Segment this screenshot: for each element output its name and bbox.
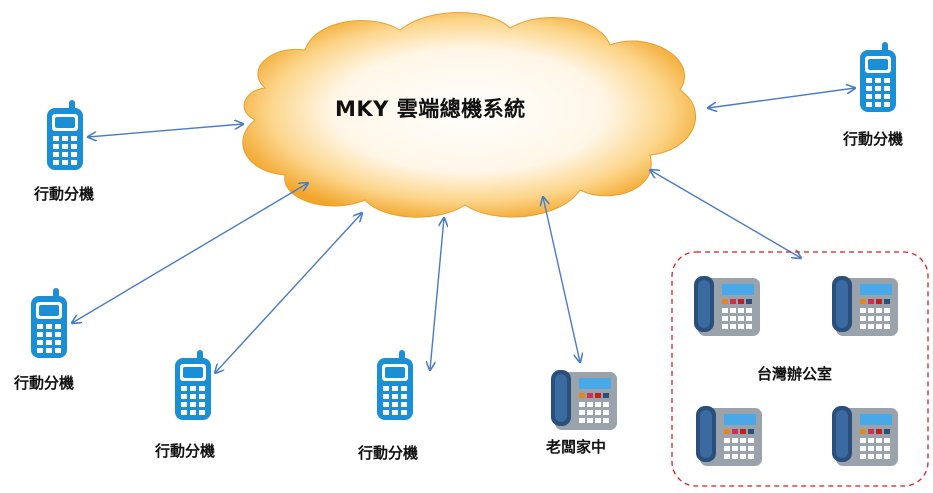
mobile-phone-icon [377,350,413,420]
link-mobile-2 [72,183,308,323]
mobile-label: 行動分機 [155,442,216,460]
mobile-label: 行動分機 [358,444,419,462]
desk-phone-icon [696,406,762,466]
home-label: 老闆家中 [546,438,607,456]
mobile-label: 行動分機 [843,130,904,148]
link-home [543,197,580,362]
link-mobile-1 [88,124,243,137]
connectors [72,88,855,373]
office-label: 台灣辦公室 [757,365,833,383]
cloud-title: MKY 雲端總機系統 [335,97,526,121]
mobile-label: 行動分機 [34,185,95,203]
mobile-phone-icon [31,288,67,358]
desk-phone-icon [551,370,617,430]
mobile-label: 行動分機 [14,374,75,392]
office-boundary [671,251,929,487]
desk-phone-icon [694,276,760,336]
link-mobile-4 [430,218,444,370]
mobile-phone-icon [47,100,83,170]
desk-phone-icon [832,406,898,466]
mobile-phone-icon [860,42,896,112]
link-office [650,170,801,258]
link-mobile-3 [215,213,362,373]
mobile-phone-icon [175,350,211,420]
desk-phone-icon [832,276,898,336]
link-mobile-right [708,88,855,108]
